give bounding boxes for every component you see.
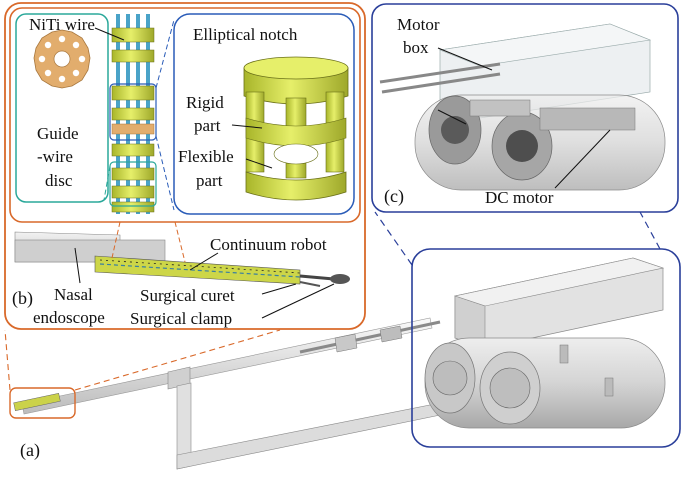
nasal-label-1: Nasal bbox=[54, 285, 93, 304]
dc-motor-label: DC motor bbox=[485, 188, 554, 207]
robot-detail-frame bbox=[9, 7, 361, 223]
motor-label-1: Motor bbox=[397, 15, 440, 34]
tip-zoom-frame bbox=[9, 387, 76, 419]
stand-base bbox=[176, 401, 446, 470]
motor-assembly bbox=[424, 257, 666, 429]
surgical-curet-label: Surgical curet bbox=[140, 286, 235, 305]
rigid-label-2: part bbox=[194, 116, 221, 135]
rigid-label-1: Rigid bbox=[186, 93, 224, 112]
guide-label-1: Guide bbox=[37, 124, 79, 143]
main-rod bbox=[21, 317, 433, 415]
motor-label-2: box bbox=[403, 38, 429, 57]
main-device bbox=[13, 317, 446, 470]
notch-segment bbox=[243, 56, 349, 201]
transparent-motor-box bbox=[379, 23, 666, 191]
notch-detail-frame bbox=[173, 13, 355, 215]
niti-wire-label: NiTi wire bbox=[29, 15, 95, 34]
surgical-clamp-label: Surgical clamp bbox=[130, 309, 232, 328]
guide-disc-frame bbox=[15, 13, 109, 203]
flexible-label-1: Flexible bbox=[178, 147, 234, 166]
panel-label-b: (b) bbox=[12, 288, 33, 309]
continuum-robot-label: Continuum robot bbox=[210, 235, 327, 254]
guide-wire-disc bbox=[33, 29, 91, 89]
flexible-label-2: part bbox=[196, 171, 223, 190]
panel-label-c: (c) bbox=[384, 186, 404, 207]
guide-label-2: -wire bbox=[37, 147, 73, 166]
motor-zoom-frame bbox=[411, 248, 681, 448]
panel-label-a: (a) bbox=[20, 440, 40, 461]
elliptical-notch-label: Elliptical notch bbox=[193, 25, 298, 44]
endoscope-assembly bbox=[14, 231, 350, 287]
nasal-label-2: endoscope bbox=[33, 308, 105, 327]
guide-label-3: disc bbox=[45, 171, 73, 190]
